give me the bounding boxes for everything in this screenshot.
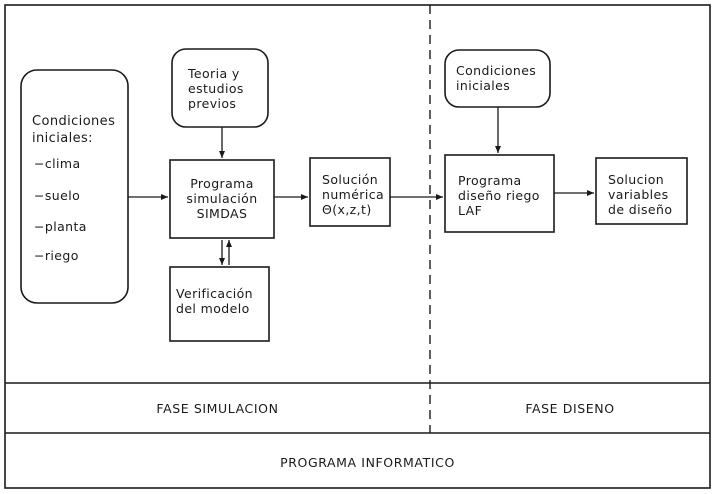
numeric-solution-label: Solución numérica Θ(x,z,t) (322, 172, 385, 217)
theory-box (171, 48, 269, 128)
initial-condition-item: −clima (34, 156, 81, 171)
simulation-program-label: Programa simulación SIMDAS (186, 176, 258, 221)
verification-box (169, 266, 270, 342)
theory-label: Teoria y estudios previos (188, 66, 244, 111)
simulation-program-box (169, 159, 275, 239)
initial-condition-item: −suelo (34, 188, 81, 203)
design-solution-label: Solucion variables de diseño (608, 172, 673, 217)
design-initial-conditions-label: Condiciones iniciales (456, 63, 537, 93)
initial-condition-item: −planta (34, 219, 87, 234)
numeric-solution-box (309, 157, 391, 227)
initial-condition-item: −riego (34, 248, 79, 263)
design-solution-box (595, 157, 688, 225)
initial-conditions-box (20, 69, 129, 304)
phase-design-label: FASE DISENO (525, 401, 615, 416)
program-label: PROGRAMA INFORMATICO (280, 455, 455, 470)
initial-conditions-title: Condiciones iniciales: (32, 114, 116, 146)
outer-frame (4, 4, 711, 489)
design-program-label: Programa diseño riego LAF (458, 173, 540, 218)
phase-simulation-label: FASE SIMULACION (156, 401, 279, 416)
verification-label: Verificación del modelo (176, 286, 254, 316)
